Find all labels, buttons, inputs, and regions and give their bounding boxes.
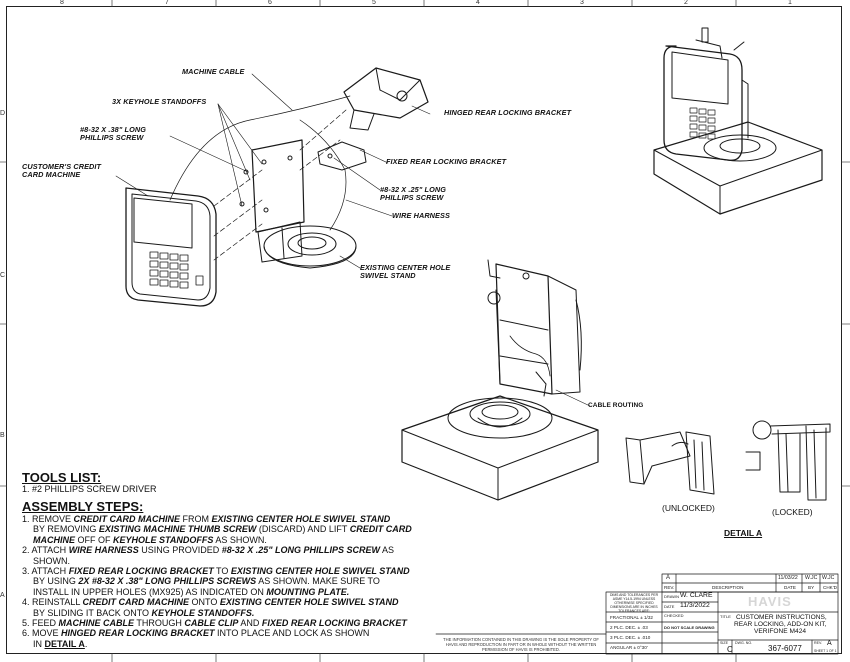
zone-top-4: 4 [476,0,480,6]
rev-letter: A [666,575,671,581]
confidentiality-notice: THE INFORMATION CONTAINED IN THIS DRAWIN… [443,637,599,652]
zone-side-d: D [0,110,6,117]
checked-label: CHECKED [664,613,684,618]
step-1-line-1: 1. REMOVE CREDIT CARD MACHINE FROM EXIST… [22,514,391,524]
no-scale-note: DO NOT SCALE DRAWING [664,625,715,630]
date-value: 11/3/2022 [680,602,710,609]
step-3-line-1: 3. ATTACH FIXED REAR LOCKING BRACKET TO … [22,566,410,577]
dwg-no-value: 367-6077 [768,644,802,653]
callout-card-machine: CUSTOMER'S CREDIT CARD MACHINE [22,162,102,179]
date-label: DATE [664,604,675,609]
callout-screw-38: #8-32 X .38" LONG PHILLIPS SCREW [80,125,146,142]
callout-fixed-bracket: FIXED REAR LOCKING BRACKET [386,157,507,166]
assembly-heading: ASSEMBLY STEPS: [22,499,144,514]
rev-chkd: W.JC [822,575,835,581]
hdr-date: DATE [784,585,796,590]
step-6-line-1: 6. MOVE HINGED REAR LOCKING BRACKET INTO… [22,628,370,639]
callout-screw-25: #8-32 X .25" LONG PHILLIPS SCREW [380,185,446,202]
hdr-description: DESCRIPTION [712,585,744,590]
title-block-lines [435,573,839,655]
tools-heading: TOOLS LIST: [22,470,102,485]
callout-hinged-bracket: HINGED REAR LOCKING BRACKET [444,108,572,117]
tolerance-angular: ANGULAR ± 0°30' [610,645,648,650]
step-5-line-1: 5. FEED MACHINE CABLE THROUGH CABLE CLIP… [22,618,407,629]
zone-top-3: 3 [580,0,584,6]
step-1-line-2: BY REMOVING EXISTING MACHINE THUMB SCREW… [33,524,412,535]
title-label: TITLE [720,614,731,619]
hdr-rev: REV. [664,585,675,590]
step-3-line-3: INSTALL IN UPPER HOLES (MX925) AS INDICA… [33,586,350,597]
drawing-border [6,6,842,654]
step-2-line-1: 2. ATTACH WIRE HARNESS USING PROVIDED #8… [22,545,395,556]
exploded-view [125,67,429,307]
hdr-by: BY [808,585,815,590]
dims-note: DIMS AND TOLERANCES PER ASME Y14.5-1994 … [609,593,659,613]
callout-cable-routing: CABLE ROUTING [588,402,644,409]
hdr-chkd: CHK'D [823,585,837,590]
caption-unlocked: (UNLOCKED) [662,503,715,513]
caption-locked: (LOCKED) [772,507,813,517]
dwg-no-label: DWG. NO. [735,641,753,645]
zone-top-7: 7 [165,0,169,6]
step-6-line-2: IN DETAIL A. [33,638,88,649]
zone-side-b: B [0,432,5,439]
zone-side-a: A [0,592,5,599]
tolerance-fractional: FRACTIONAL ± 1/32 [610,615,653,620]
detail-a-label: DETAIL A [724,528,763,538]
size-value: C [727,645,733,654]
tolerance-3plc: 3 PLC. DEC. ± .010 [610,635,651,640]
drawn-label: DRAWN [664,594,679,599]
rev-label: REV. [814,641,823,645]
drawn-value: W. CLARE [680,592,713,599]
assembled-view-top-right [653,27,823,215]
detail-locked-figure [745,420,831,501]
detail-unlocked-figure [625,431,715,495]
tolerance-2plc: 2 PLC. DEC. ± .03 [610,625,648,630]
zone-top-5: 5 [372,0,376,6]
step-2-line-2: SHOWN. [33,555,70,566]
zone-top-1: 1 [788,0,792,6]
rev-value: A [827,640,832,647]
title-line-2: REAR LOCKING, ADD-ON KIT, [734,621,827,628]
sheet-number: SHEET 1 OF 1 [814,649,837,653]
step-4-line-1: 4. REINSTALL CREDIT CARD MACHINE ONTO EX… [22,597,399,608]
step-4-line-2: BY SLIDING IT BACK ONTO KEYHOLE STANDOFF… [33,607,255,618]
leader-lines [115,73,591,407]
assembly-steps: 1. REMOVE CREDIT CARD MACHINE FROM EXIST… [22,514,412,649]
callout-wire-harness: WIRE HARNESS [392,211,450,220]
zone-side-c: C [0,272,6,279]
step-1-line-3: MACHINE OFF OF KEYHOLE STANDOFFS AS SHOW… [33,534,267,545]
tools-item: 1. #2 PHILLIPS SCREW DRIVER [22,484,157,494]
zone-top-6: 6 [268,0,272,6]
rev-date: 11/03/22 [778,575,798,581]
company-logo: HAVIS [748,594,792,609]
title-line-1: CUSTOMER INSTRUCTIONS, [736,614,827,621]
callout-swivel-stand: EXISTING CENTER HOLE SWIVEL STAND [360,263,451,280]
assembled-view-center [401,259,599,501]
title-line-3: VERIFONE M424 [754,628,807,635]
size-label: SIZE [720,641,728,645]
callout-machine-cable: MACHINE CABLE [182,67,245,76]
rev-by: W.JC [805,575,818,581]
zone-top-2: 2 [684,0,688,6]
step-3-line-2: BY USING 2X #8-32 X .38" LONG PHILLIPS S… [33,576,380,587]
callout-keyhole-standoffs: 3X KEYHOLE STANDOFFS [112,97,207,106]
zone-top-8: 8 [60,0,64,6]
